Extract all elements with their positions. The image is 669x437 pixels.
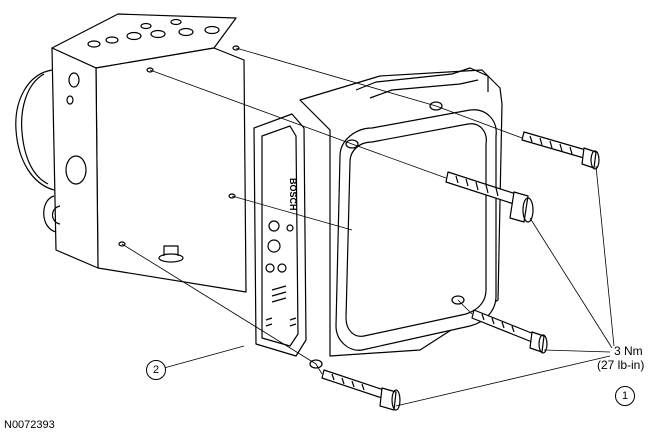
torque-metric-label: 3 Nm [614, 344, 643, 358]
torque-imperial-label: (27 lb-in) [597, 358, 645, 372]
figure-id-label: N0072393 [4, 419, 55, 431]
bolt-lower-left [321, 369, 401, 411]
callout-module: 2 [146, 360, 166, 380]
bolt-upper-right [521, 131, 600, 170]
electronic-control-module [253, 67, 503, 369]
bolt-lower-right [471, 309, 548, 354]
callout-bolts: 1 [615, 386, 635, 406]
alignment-lines [121, 47, 523, 375]
hydraulic-control-unit [15, 13, 247, 293]
module-brand-label: BOSCH [288, 178, 298, 211]
bolt-upper-middle [445, 171, 534, 223]
leader-lines [163, 165, 615, 407]
